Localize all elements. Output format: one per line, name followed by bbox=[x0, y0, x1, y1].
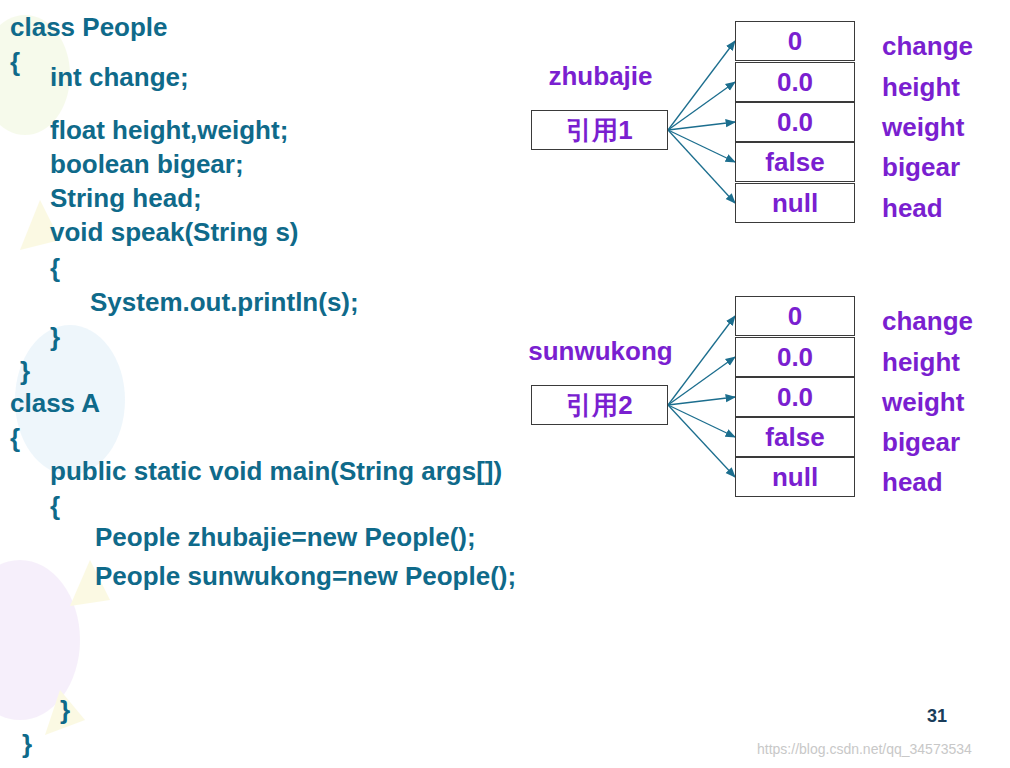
code-line: { bbox=[10, 47, 20, 77]
reference-arrow bbox=[668, 397, 735, 405]
field-cell: 0change bbox=[735, 296, 855, 336]
reference-arrow bbox=[668, 130, 735, 162]
field-value: 0.0 bbox=[777, 382, 813, 412]
code-line: class A bbox=[10, 388, 100, 418]
reference-label: 引用2 bbox=[566, 390, 632, 420]
field-name: change bbox=[882, 31, 973, 61]
code-line: } bbox=[60, 695, 70, 725]
code-line: } bbox=[50, 322, 60, 352]
field-name: height bbox=[882, 72, 960, 102]
field-value: false bbox=[765, 147, 824, 177]
code-line: { bbox=[10, 423, 20, 453]
field-value: 0 bbox=[788, 301, 802, 331]
code-line: float height,weight; bbox=[50, 115, 288, 145]
star bbox=[45, 690, 85, 735]
field-name: bigear bbox=[882, 152, 960, 182]
field-name: bigear bbox=[882, 427, 960, 457]
field-cell: 0.0height bbox=[735, 62, 855, 102]
field-cell: falsebigear bbox=[735, 417, 855, 457]
reference-arrow bbox=[668, 316, 735, 405]
field-value: null bbox=[772, 462, 818, 492]
field-cell: 0.0height bbox=[735, 337, 855, 377]
field-name: head bbox=[882, 467, 943, 497]
reference-arrow bbox=[668, 405, 735, 437]
code-line: System.out.println(s); bbox=[90, 287, 359, 317]
field-cell: falsebigear bbox=[735, 142, 855, 182]
reference-arrow bbox=[668, 130, 735, 203]
reference-arrow bbox=[668, 357, 735, 405]
reference-arrow bbox=[668, 405, 735, 477]
field-name: weight bbox=[882, 387, 964, 417]
field-name: change bbox=[882, 306, 973, 336]
field-name: head bbox=[882, 193, 943, 223]
code-line: class People bbox=[10, 12, 168, 42]
field-name: weight bbox=[882, 112, 964, 142]
code-line: void speak(String s) bbox=[50, 217, 299, 247]
reference-arrow bbox=[668, 82, 735, 130]
watermark: https://blog.csdn.net/qq_34573534 bbox=[757, 740, 972, 758]
field-cell: 0.0weight bbox=[735, 377, 855, 417]
reference-arrow bbox=[668, 41, 735, 130]
field-value: 0 bbox=[788, 26, 802, 56]
page-number: 31 bbox=[927, 705, 947, 727]
reference-label: 引用1 bbox=[566, 115, 632, 145]
reference-box: 引用2sunwukong bbox=[531, 385, 668, 425]
code-line: int change; bbox=[50, 62, 189, 92]
field-value: 0.0 bbox=[777, 67, 813, 97]
field-cell: 0.0weight bbox=[735, 102, 855, 142]
field-value: 0.0 bbox=[777, 342, 813, 372]
variable-name: sunwukong bbox=[528, 336, 672, 366]
field-value: null bbox=[772, 188, 818, 218]
code-line: boolean bigear; bbox=[50, 149, 244, 179]
field-cell: 0change bbox=[735, 21, 855, 61]
code-line: People sunwukong=new People(); bbox=[95, 561, 516, 591]
code-line: String head; bbox=[50, 183, 202, 213]
field-name: height bbox=[882, 347, 960, 377]
variable-name: zhubajie bbox=[548, 61, 652, 91]
code-line: } bbox=[22, 729, 32, 759]
code-line: public static void main(String args[]) bbox=[50, 456, 502, 486]
code-line: { bbox=[50, 491, 60, 521]
reference-arrow bbox=[668, 122, 735, 130]
field-value: false bbox=[765, 422, 824, 452]
field-cell: nullhead bbox=[735, 457, 855, 497]
code-line: { bbox=[50, 253, 60, 283]
field-value: 0.0 bbox=[777, 107, 813, 137]
field-cell: nullhead bbox=[735, 183, 855, 223]
code-line: } bbox=[20, 356, 30, 386]
code-line: People zhubajie=new People(); bbox=[95, 522, 476, 552]
reference-box: 引用1zhubajie bbox=[531, 110, 668, 150]
